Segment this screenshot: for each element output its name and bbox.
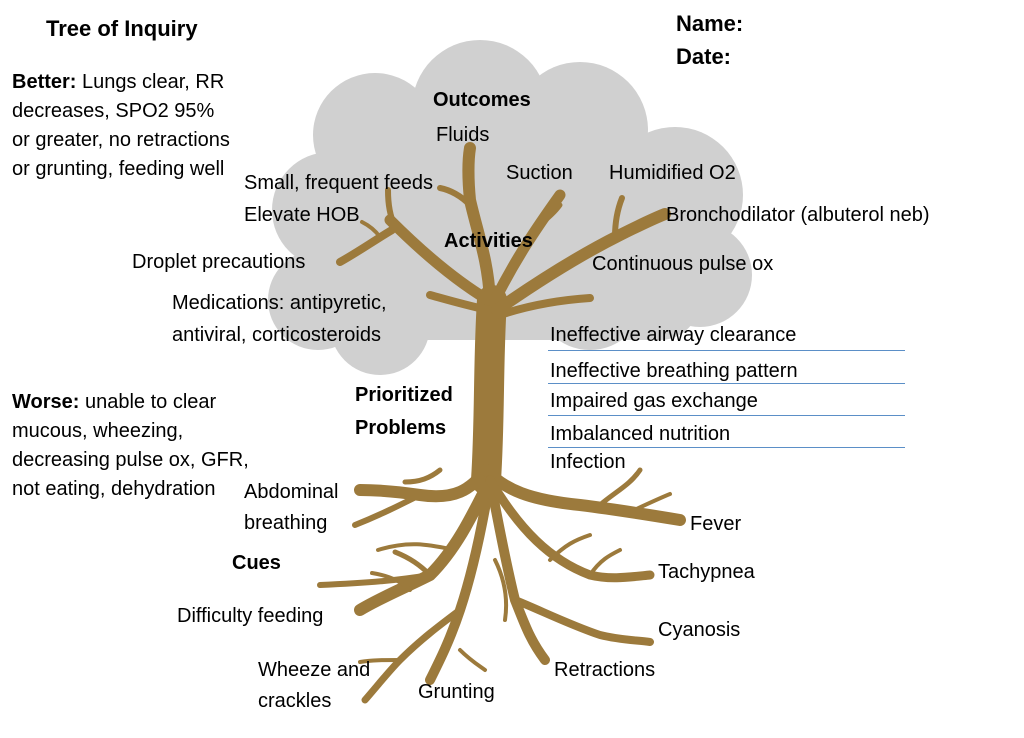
worse-label: Worse: xyxy=(12,391,80,413)
problem-divider xyxy=(548,383,905,384)
tree-trunk-and-roots xyxy=(317,142,686,704)
outcomes-label: Outcomes xyxy=(433,89,531,111)
activities-label: Activities xyxy=(444,230,533,252)
activity-bronchodilator: Bronchodilator (albuterol neb) xyxy=(666,204,930,226)
cue-retractions: Retractions xyxy=(554,659,656,681)
activity-small-feeds: Small, frequent feeds xyxy=(244,172,433,194)
activity-suction: Suction xyxy=(506,162,573,184)
activity-medications-line1: Medications: antipyretic, xyxy=(172,292,387,314)
activity-humidified-o2: Humidified O2 xyxy=(609,162,736,184)
problem-divider xyxy=(548,415,905,416)
problem-item: Ineffective airway clearance xyxy=(550,324,797,346)
cue-abdominal-line2: breathing xyxy=(244,512,328,534)
better-label: Better: xyxy=(12,71,77,93)
problem-item: Ineffective breathing pattern xyxy=(550,360,798,382)
activity-elevate-hob: Elevate HOB xyxy=(244,204,360,226)
cue-cyanosis: Cyanosis xyxy=(658,619,741,641)
cue-fever: Fever xyxy=(690,513,742,535)
activity-medications-line2: antiviral, corticosteroids xyxy=(172,324,381,346)
cue-difficulty-feeding: Difficulty feeding xyxy=(177,605,324,627)
problem-divider xyxy=(548,447,905,448)
problem-item: Infection xyxy=(550,451,626,473)
worse-outcome-text: Worse: unable to clear mucous, wheezing,… xyxy=(12,388,267,504)
cue-wheeze-line2: crackles xyxy=(258,690,332,712)
name-label: Name: xyxy=(676,11,744,36)
date-label: Date: xyxy=(676,44,732,69)
problem-item: Impaired gas exchange xyxy=(550,390,758,412)
problems-label: Problems xyxy=(355,417,447,439)
cue-wheeze-line1: Wheeze and xyxy=(258,659,371,681)
problem-divider xyxy=(548,350,905,351)
problem-item: Imbalanced nutrition xyxy=(550,423,731,445)
worse-description: unable to clear mucous, wheezing, decrea… xyxy=(12,391,249,500)
page-title: Tree of Inquiry xyxy=(46,16,198,41)
cue-grunting: Grunting xyxy=(418,681,495,703)
activity-droplet-precautions: Droplet precautions xyxy=(132,251,306,273)
prioritized-label: Prioritized xyxy=(355,384,453,406)
better-description: Lungs clear, RR decreases, SPO2 95% or g… xyxy=(12,71,230,180)
better-outcome-text: Better: Lungs clear, RR decreases, SPO2 … xyxy=(12,68,237,184)
cue-tachypnea: Tachypnea xyxy=(658,561,755,583)
activity-pulse-ox: Continuous pulse ox xyxy=(592,253,774,275)
activity-fluids: Fluids xyxy=(436,124,490,146)
cues-label: Cues xyxy=(232,552,281,574)
cue-abdominal-line1: Abdominal xyxy=(244,481,339,503)
